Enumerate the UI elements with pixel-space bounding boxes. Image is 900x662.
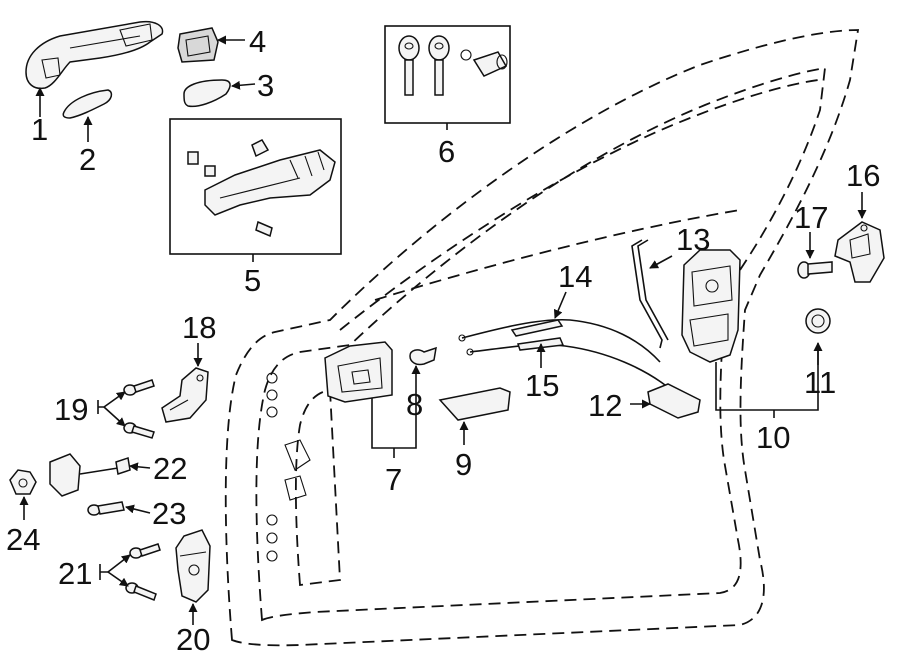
callout-24: 24 (6, 522, 40, 557)
check-bolt-part (87, 501, 125, 516)
callout-labels: 1 2 3 4 5 6 7 8 9 10 11 12 13 14 15 16 1… (6, 24, 880, 657)
callout-18: 18 (182, 310, 216, 345)
callout-20: 20 (176, 622, 210, 657)
open-cable-part (466, 337, 666, 386)
callout-19: 19 (54, 392, 88, 427)
key-set-part (398, 35, 508, 96)
handle-pad-part (183, 79, 231, 108)
callout-6: 6 (438, 134, 455, 169)
handle-gasket-part (62, 89, 113, 119)
callout-15: 15 (525, 368, 559, 403)
outside-handle-part (25, 20, 164, 90)
callout-22: 22 (153, 451, 187, 486)
lower-hinge-bolts-part (125, 543, 161, 601)
door-latch-part (681, 249, 741, 363)
callout-2: 2 (79, 142, 96, 177)
inside-handle-part (324, 341, 393, 403)
latch-connector-part (647, 383, 701, 419)
frame-assembly-box (169, 118, 342, 255)
callout-11: 11 (804, 365, 836, 400)
leader-lines (19, 35, 867, 625)
lock-rod-part (631, 239, 663, 349)
callout-5: 5 (244, 263, 261, 298)
upper-hinge-part (161, 367, 209, 423)
callout-1: 1 (31, 112, 48, 147)
striker-part (834, 221, 885, 283)
callout-16: 16 (846, 158, 880, 193)
callout-9: 9 (455, 447, 472, 482)
handle-frame-part (187, 139, 336, 238)
callout-3: 3 (257, 68, 274, 103)
callout-14: 14 (558, 259, 592, 294)
callout-8: 8 (406, 387, 423, 422)
lower-hinge-part (175, 529, 211, 603)
striker-screw-part (797, 261, 833, 279)
callout-17: 17 (794, 200, 828, 235)
callout-10: 10 (756, 420, 790, 455)
door-outline (224, 29, 860, 647)
callout-4: 4 (249, 24, 266, 59)
callout-7: 7 (385, 462, 402, 497)
handle-cover-part (409, 346, 437, 366)
grommet-part (805, 308, 831, 334)
callout-23: 23 (152, 496, 186, 531)
lock-cable-part (458, 318, 661, 363)
callout-13: 13 (676, 222, 710, 257)
bezel-part (438, 387, 511, 421)
callout-12: 12 (588, 388, 622, 423)
callout-21: 21 (58, 556, 92, 591)
door-check-part (49, 453, 131, 497)
handle-cap-part (177, 27, 219, 63)
upper-hinge-bolts-part (123, 379, 155, 439)
check-nut-part (9, 469, 37, 495)
